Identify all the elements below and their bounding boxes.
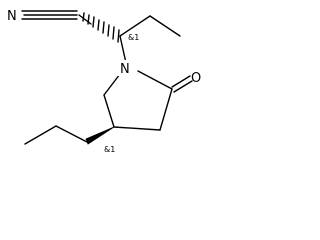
chemical-structure-diagram: N N O &1 &1 bbox=[7, 9, 201, 154]
carbonyl-double-bond bbox=[171, 75, 193, 93]
stereo-hashed-wedge-upper bbox=[78, 12, 120, 43]
stereo-descriptor-lower: &1 bbox=[104, 145, 115, 154]
propyl-group bbox=[24, 125, 115, 145]
bond-stereocenter-to-ring-n bbox=[119, 35, 127, 64]
nitrile-triple-bond bbox=[21, 10, 78, 20]
stereo-bold-wedge-lower bbox=[85, 126, 115, 145]
atom-label-ring-n: N bbox=[120, 62, 130, 77]
atom-label-oxygen: O bbox=[191, 71, 201, 86]
atom-label-nitrile-n: N bbox=[7, 9, 17, 24]
stereo-descriptor-upper: &1 bbox=[128, 33, 139, 42]
pyrrolidinone-ring bbox=[103, 70, 173, 131]
ethyl-group bbox=[119, 15, 181, 37]
